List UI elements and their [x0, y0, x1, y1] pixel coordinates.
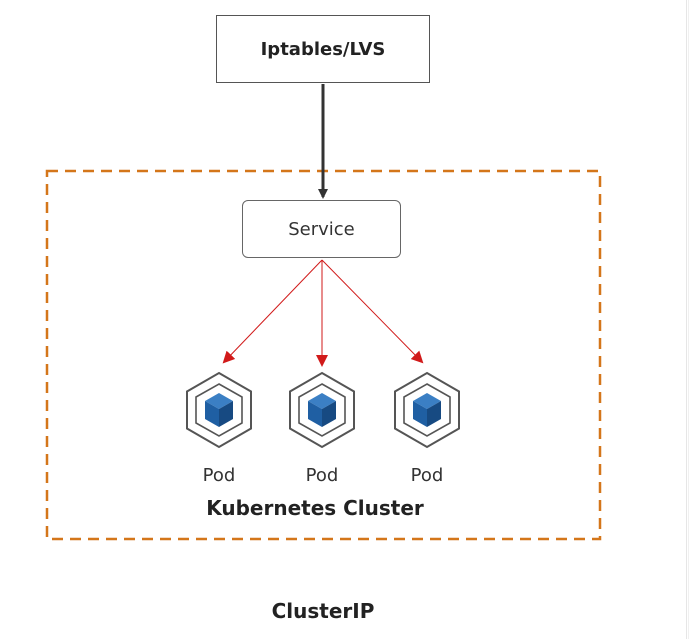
pod-cube-icon: [289, 371, 355, 449]
iptables-lvs-node: Iptables/LVS: [216, 15, 430, 83]
diagram-caption: ClusterIP: [271, 599, 375, 623]
pod-label: Pod: [202, 465, 236, 486]
pod-cube-icon: [186, 371, 252, 449]
iptables-lvs-label: Iptables/LVS: [260, 38, 386, 60]
cluster-label: Kubernetes Cluster: [206, 496, 424, 520]
divider: [686, 0, 687, 639]
pod-label: Pod: [410, 465, 444, 486]
service-node: Service: [242, 200, 401, 258]
arrow-service-to-pod-1: [222, 259, 323, 364]
pod-label: Pod: [305, 465, 339, 486]
service-label: Service: [288, 218, 355, 240]
arrow-service-to-pod-3: [321, 259, 424, 364]
pod-cube-icon: [394, 371, 460, 449]
